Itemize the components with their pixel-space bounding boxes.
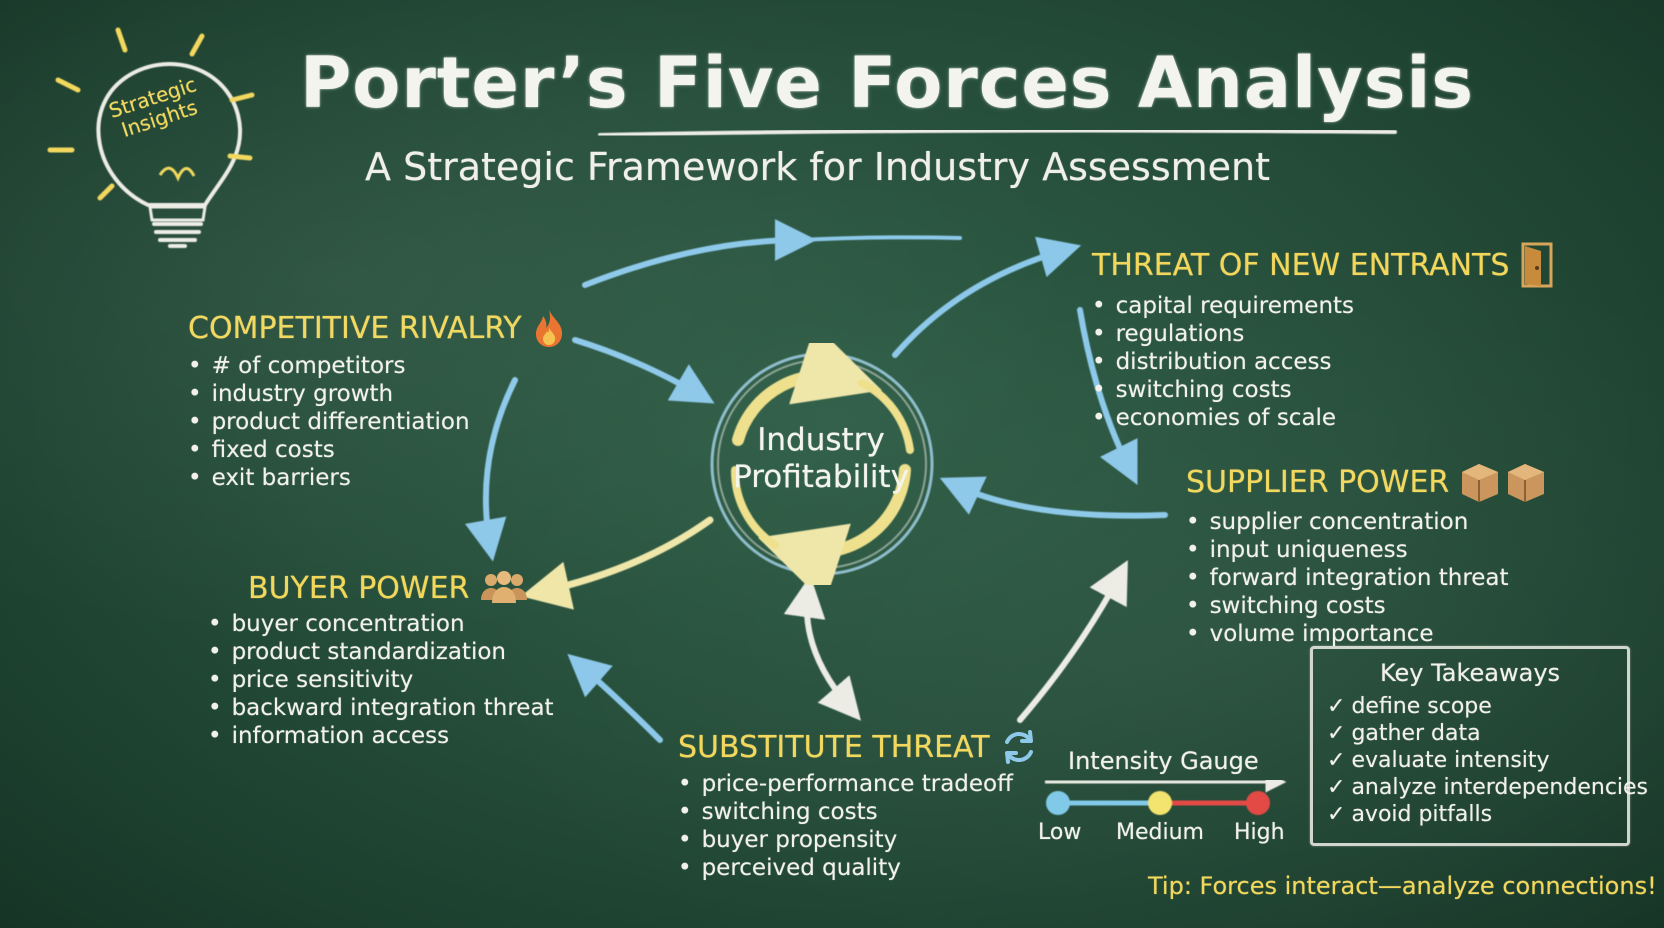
gauge-dot-low: [1046, 791, 1070, 815]
gauge-label-medium: Medium: [1116, 820, 1204, 845]
list-item: information access: [208, 722, 554, 750]
cycle-arrows-icon: [710, 324, 934, 604]
list-item: # of competitors: [188, 352, 566, 380]
list-item: economies of scale: [1092, 404, 1555, 432]
list-item: switching costs: [1092, 376, 1555, 404]
list-item: industry growth: [188, 380, 566, 408]
tip-text: Tip: Forces interact—analyze connections…: [1148, 872, 1657, 900]
list-item: price-performance tradeoff: [678, 770, 1038, 798]
list-item: product differentiation: [188, 408, 566, 436]
force-title: BUYER POWER: [248, 570, 470, 606]
force-buyer-power: BUYER POWER buyer concentration product …: [208, 570, 554, 750]
arrow-substitute-to-buyer: [567, 653, 663, 743]
gauge-label-high: High: [1234, 820, 1285, 845]
list-item: fixed costs: [188, 436, 566, 464]
arrow-rivalry-to-center: [572, 337, 715, 404]
force-threat-of-new-entrants: THREAT OF NEW ENTRANTS capital requireme…: [1092, 242, 1555, 432]
list-item: exit barriers: [188, 464, 566, 492]
door-icon: [1521, 242, 1553, 288]
list-item: define scope: [1327, 693, 1627, 720]
list-item: supplier concentration: [1186, 508, 1549, 536]
takeaways-list: define scope gather data evaluate intens…: [1313, 693, 1648, 828]
force-title: SUBSTITUTE THREAT: [678, 729, 990, 765]
fire-icon: [535, 310, 562, 347]
force-competitive-rivalry: COMPETITIVE RIVALRY # of competitors ind…: [188, 308, 566, 492]
arrow-substitute-to-supplier: [1017, 560, 1128, 723]
gauge-title: Intensity Gauge: [1068, 747, 1259, 775]
list-item: capital requirements: [1092, 292, 1555, 320]
list-item: buyer propensity: [678, 826, 1038, 854]
list-item: gather data: [1327, 720, 1627, 747]
force-heading: COMPETITIVE RIVALRY: [188, 308, 566, 348]
title-underline: [598, 128, 1397, 137]
list-item: regulations: [1092, 320, 1555, 348]
page-subtitle: A Strategic Framework for Industry Asses…: [365, 145, 1271, 189]
arrow-center-to-buyer: [520, 516, 714, 610]
force-factor-list: price-performance tradeoff switching cos…: [678, 770, 1038, 882]
list-item: forward integration threat: [1186, 564, 1549, 592]
arrow-top-spur: [798, 235, 962, 242]
list-item: perceived quality: [678, 854, 1038, 882]
list-item: buyer concentration: [208, 610, 554, 638]
force-factor-list: capital requirements regulations distrib…: [1092, 292, 1555, 432]
boxes-icon: [1462, 464, 1545, 502]
list-item: avoid pitfalls: [1327, 801, 1627, 828]
force-title: SUPPLIER POWER: [1186, 464, 1450, 500]
list-item: product standardization: [208, 638, 554, 666]
list-item: input uniqueness: [1186, 536, 1549, 564]
list-item: evaluate intensity: [1327, 747, 1627, 774]
gauge-label-low: Low: [1038, 820, 1082, 845]
force-substitute-threat: SUBSTITUTE THREAT price-performance trad…: [678, 728, 1038, 882]
center-label: Industry Profitability: [696, 422, 946, 496]
list-item: backward integration threat: [208, 694, 554, 722]
list-item: switching costs: [1186, 592, 1549, 620]
list-item: price sensitivity: [208, 666, 554, 694]
people-icon: [481, 571, 528, 603]
lightbulb-icon: [47, 27, 255, 248]
force-title: COMPETITIVE RIVALRY: [188, 310, 522, 346]
key-takeaways-box: Key Takeaways define scope gather data e…: [1310, 646, 1648, 846]
arrow-center-substitute-bidirectional: [783, 575, 861, 721]
force-factor-list: buyer concentration product standardizat…: [208, 610, 554, 750]
list-item: analyze interdependencies: [1327, 774, 1648, 801]
center-line-2: Profitability: [733, 459, 909, 495]
force-supplier-power: SUPPLIER POWER supplier concentration in…: [1186, 460, 1549, 648]
force-factor-list: # of competitors industry growth product…: [188, 352, 566, 492]
force-heading: SUPPLIER POWER: [1186, 460, 1549, 504]
list-item: volume importance: [1186, 620, 1549, 648]
list-item: switching costs: [678, 798, 1038, 826]
force-heading: SUBSTITUTE THREAT: [678, 728, 1038, 766]
force-title: THREAT OF NEW ENTRANTS: [1092, 247, 1510, 283]
arrow-center-to-entrants: [892, 236, 1082, 358]
gauge-dot-medium: [1148, 791, 1172, 815]
arrow-supplier-to-center: [939, 476, 1168, 519]
page-title: Porter’s Five Forces Analysis: [300, 42, 1475, 124]
force-factor-list: supplier concentration input uniqueness …: [1186, 508, 1549, 648]
takeaways-title: Key Takeaways: [1379, 659, 1561, 687]
arrow-rivalry-to-entrants: [582, 219, 817, 288]
refresh-icon: [1004, 730, 1033, 764]
center-line-1: Industry: [757, 422, 885, 458]
intensity-gauge: [1045, 771, 1287, 815]
gauge-dot-high: [1246, 791, 1270, 815]
list-item: distribution access: [1092, 348, 1555, 376]
force-heading: THREAT OF NEW ENTRANTS: [1092, 242, 1555, 288]
force-heading: BUYER POWER: [248, 570, 554, 606]
